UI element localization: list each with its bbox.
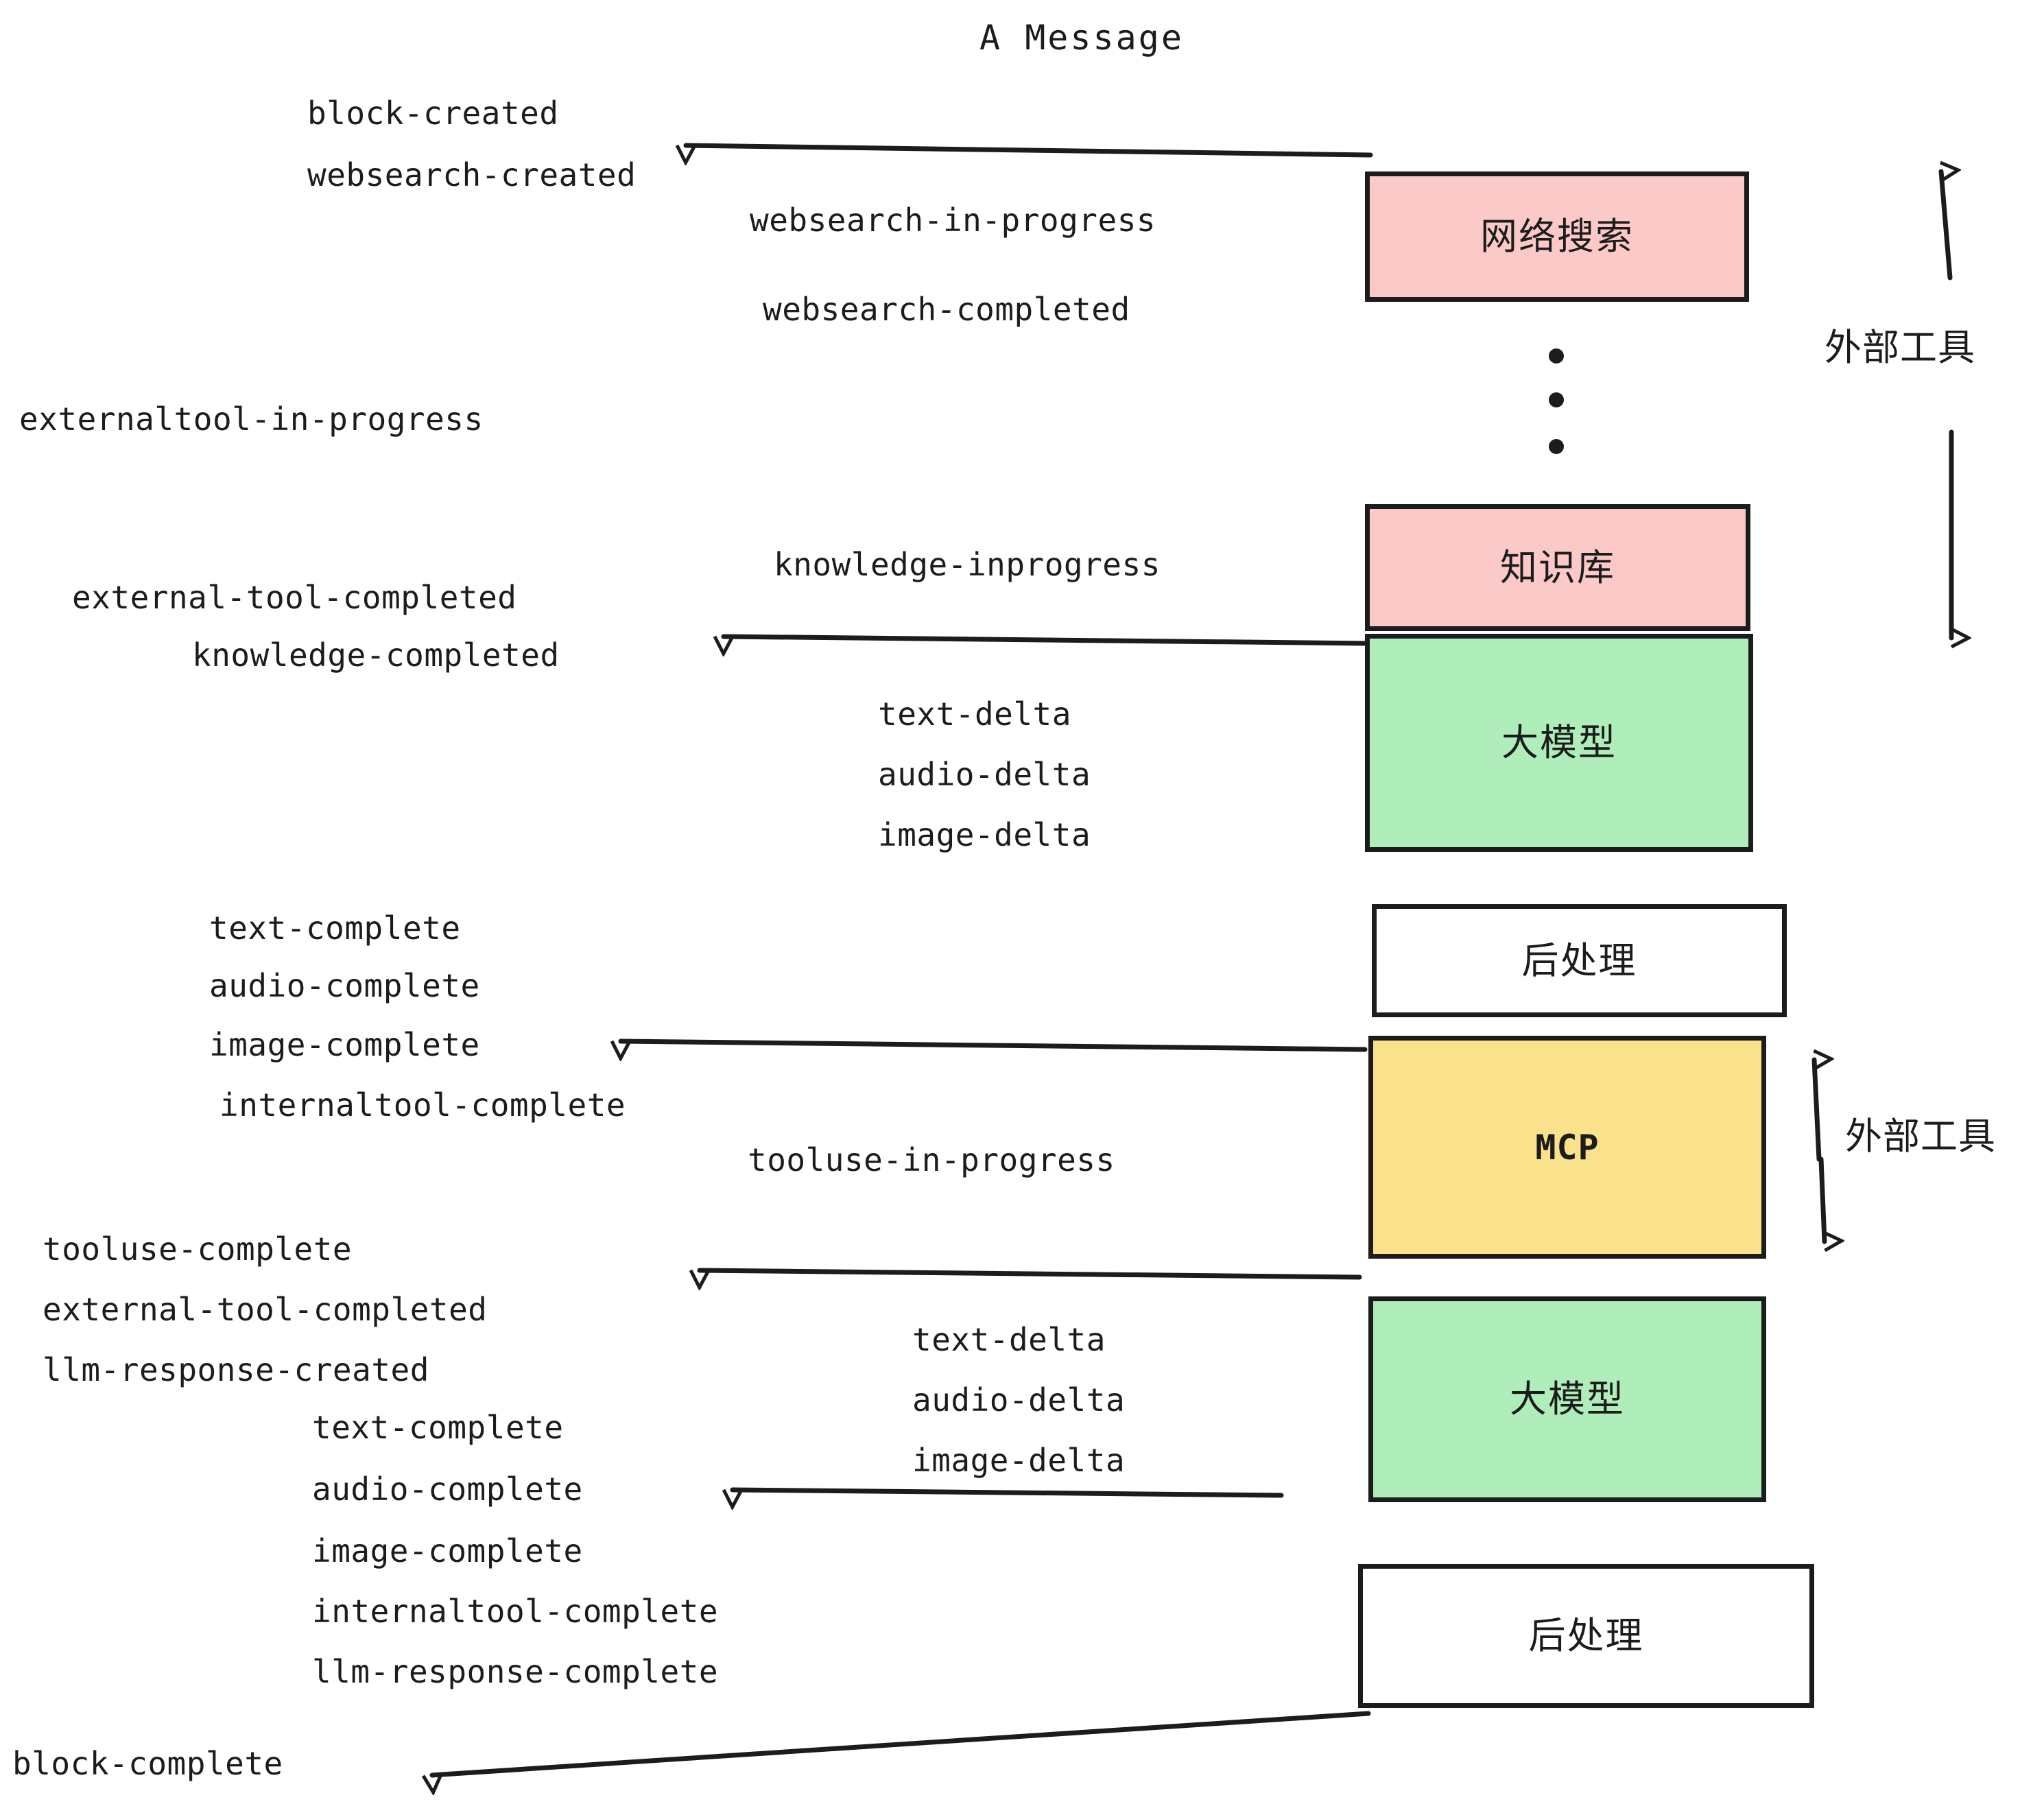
event-external-tool-completed-1: external-tool-completed <box>72 579 517 616</box>
event-tooluse-complete: tooluse-complete <box>43 1231 353 1268</box>
event-externaltool-in-progress: externaltool-in-progress <box>19 401 484 438</box>
event-image-delta-1: image-delta <box>878 816 1091 853</box>
event-internaltool-complete-2: internaltool-complete <box>312 1593 719 1630</box>
event-websearch-in-progress: websearch-in-progress <box>750 202 1156 239</box>
ellipsis-dot-3 <box>1549 439 1564 454</box>
event-websearch-created: websearch-created <box>307 156 637 193</box>
event-text-delta-1: text-delta <box>878 696 1071 733</box>
event-tooluse-in-progress: tooluse-in-progress <box>748 1141 1115 1178</box>
event-image-complete-2: image-complete <box>312 1532 583 1569</box>
arrow-postprocess-to-image-complete <box>621 1039 1368 1049</box>
side-label-external-tool-top: 外部工具 <box>1825 326 1975 369</box>
event-text-complete-2: text-complete <box>312 1409 564 1446</box>
event-text-complete-1: text-complete <box>209 910 461 947</box>
event-audio-delta-2: audio-delta <box>912 1381 1126 1419</box>
event-llm-response-complete: llm-response-complete <box>312 1653 719 1690</box>
event-audio-complete-2: audio-complete <box>312 1471 583 1508</box>
node-mcp[interactable]: MCP <box>1368 1036 1766 1259</box>
page-title: A Message <box>979 18 1184 58</box>
node-llm-1-label: 大模型 <box>1501 721 1617 764</box>
node-websearch[interactable]: 网络搜索 <box>1365 171 1749 302</box>
event-block-complete: block-complete <box>12 1745 283 1782</box>
event-block-created: block-created <box>307 95 559 132</box>
ellipsis-dot-1 <box>1549 348 1564 364</box>
node-postprocess-2[interactable]: 后处理 <box>1358 1564 1814 1708</box>
event-image-delta-2: image-delta <box>912 1442 1126 1479</box>
node-postprocess-1-label: 后处理 <box>1521 938 1637 982</box>
event-knowledge-inprogress: knowledge-inprogress <box>774 546 1161 583</box>
node-postprocess-1[interactable]: 后处理 <box>1372 904 1787 1017</box>
arrow-external-tool-bottom-down <box>1818 1156 1825 1242</box>
event-internaltool-complete-1: internaltool-complete <box>219 1087 626 1124</box>
arrow-external-tool-bottom-up <box>1811 1060 1819 1162</box>
event-llm-response-created: llm-response-created <box>43 1351 429 1388</box>
arrow-llm2-to-audio-complete <box>733 1487 1284 1495</box>
node-mcp-label: MCP <box>1535 1127 1600 1167</box>
side-label-external-tool-bottom: 外部工具 <box>1845 1115 1996 1158</box>
event-audio-complete-1: audio-complete <box>209 967 480 1004</box>
event-external-tool-completed-2: external-tool-completed <box>43 1291 488 1328</box>
node-llm-1[interactable]: 大模型 <box>1365 634 1753 852</box>
arrow-knowledge-to-knowledge-completed <box>724 634 1372 643</box>
event-websearch-completed: websearch-completed <box>763 291 1130 328</box>
arrow-external-tool-top-up <box>1938 171 1950 281</box>
node-knowledge-label: 知识库 <box>1500 545 1615 589</box>
node-llm-2[interactable]: 大模型 <box>1368 1296 1766 1502</box>
event-knowledge-completed: knowledge-completed <box>192 637 560 674</box>
arrow-mcp-to-tooluse-complete <box>700 1268 1362 1277</box>
event-text-delta-2: text-delta <box>912 1321 1106 1358</box>
ellipsis-dot-2 <box>1549 392 1564 407</box>
node-websearch-label: 网络搜索 <box>1480 215 1634 258</box>
node-postprocess-2-label: 后处理 <box>1528 1614 1644 1657</box>
node-knowledge[interactable]: 知识库 <box>1365 504 1750 631</box>
node-llm-2-label: 大模型 <box>1510 1377 1625 1421</box>
arrow-websearch-to-block-created <box>686 143 1373 155</box>
arrow-postprocess2-to-block-complete <box>432 1711 1371 1775</box>
event-audio-delta-1: audio-delta <box>878 756 1091 793</box>
event-image-complete-1: image-complete <box>209 1026 480 1063</box>
